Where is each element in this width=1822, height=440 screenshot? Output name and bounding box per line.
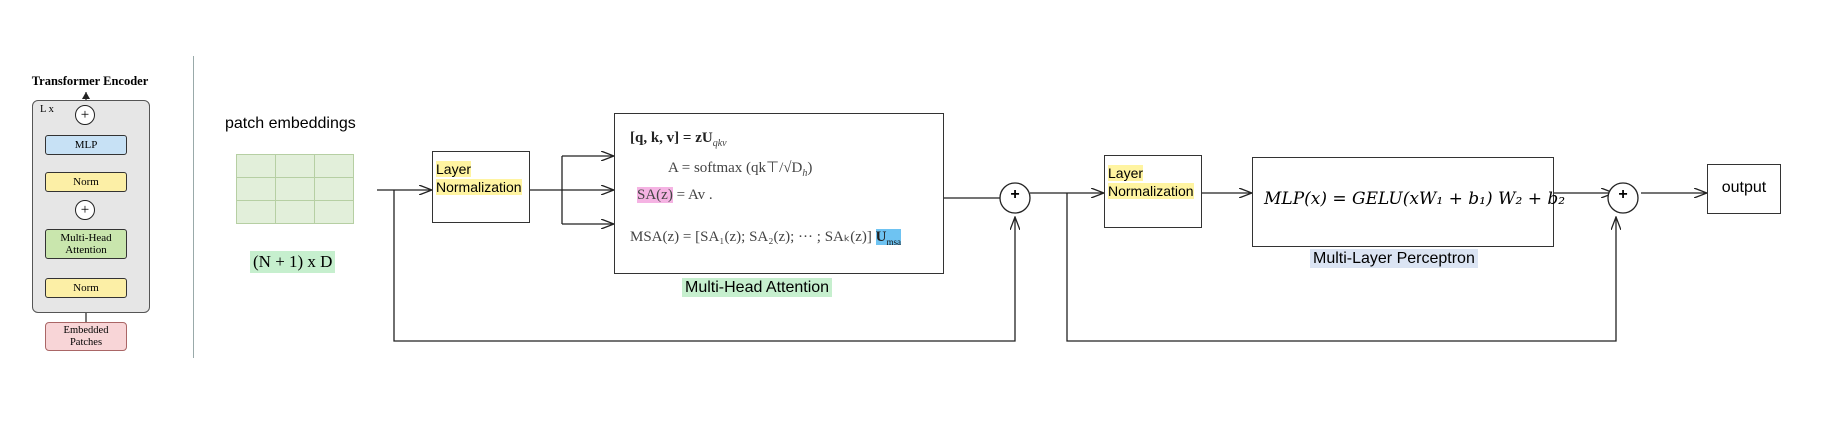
plus-glyph: + xyxy=(80,202,90,218)
eq-sa: SA(z) = Av . xyxy=(637,187,713,204)
mlp-formula: MLP(x) = GELU(xW₁ + b₁) W₂ + b₂ xyxy=(1264,189,1566,209)
attention-caption: Multi-Head Attention xyxy=(682,278,833,297)
mha-line-2: Attention xyxy=(65,244,107,256)
eq-softmax: A = softmax (qk⊤/√Dh) xyxy=(668,158,812,179)
layer-norm-1-line2: Normalization xyxy=(436,179,522,195)
encoder-title: Transformer Encoder xyxy=(31,74,149,88)
layer-norm-2-line1: Layer xyxy=(1108,165,1144,181)
mha-line-1: Multi-Head xyxy=(60,232,112,244)
patch-shape-label: (N + 1) x D xyxy=(250,251,336,273)
eq-sa-highlight: SA(z) xyxy=(637,187,673,203)
encoder-repeat-label: L x xyxy=(40,104,54,115)
patch-cell xyxy=(236,200,276,224)
plus-glyph: + xyxy=(80,107,90,123)
eq-softmax-sub: h xyxy=(802,168,808,179)
encoder-add-bottom: + xyxy=(75,200,95,220)
layer-norm-2-line2: Normalization xyxy=(1108,183,1194,199)
attention-box xyxy=(614,113,944,274)
embedded-patches-block: Embedded Patches xyxy=(45,322,127,351)
mlp-caption-text: Multi-Layer Perceptron xyxy=(1310,249,1478,268)
patch-cell xyxy=(314,154,354,178)
patch-cell xyxy=(275,177,315,201)
patch-cell xyxy=(236,177,276,201)
eq-softmax-end: ) xyxy=(807,160,813,176)
mlp-caption: Multi-Layer Perceptron xyxy=(1310,249,1478,268)
section-divider xyxy=(193,56,194,358)
encoder-norm-top: Norm xyxy=(45,172,127,192)
add-1-plus: + xyxy=(1010,186,1020,203)
eq-msa-main: MSA(z) = [SA₁(z); SA₂(z); ··· ; SAₖ(z)] xyxy=(630,229,872,245)
output-box: output xyxy=(1707,164,1781,214)
add-circle-2 xyxy=(1607,182,1639,214)
encoder-mlp-block: MLP xyxy=(45,135,127,155)
embedded-line-2: Patches xyxy=(69,337,103,348)
eq-msa-u: U xyxy=(875,229,887,245)
eq-qkv-sub: qkv xyxy=(712,138,727,149)
eq-sa-rest: = Av . xyxy=(672,187,713,203)
patch-cell xyxy=(275,154,315,178)
patch-cell xyxy=(275,200,315,224)
eq-msa: MSA(z) = [SA₁(z); SA₂(z); ··· ; SAₖ(z)] … xyxy=(630,227,902,247)
eq-softmax-main: A = softmax (qk⊤/√D xyxy=(668,160,803,176)
encoder-mha-block: Multi-Head Attention xyxy=(45,229,127,259)
eq-qkv: [q, k, v] = zUqkv xyxy=(630,130,727,149)
attention-caption-text: Multi-Head Attention xyxy=(682,278,833,297)
patch-embeddings-title: patch embeddings xyxy=(225,115,356,132)
eq-msa-sub: msa xyxy=(886,237,902,247)
mlp-box xyxy=(1252,157,1554,247)
patch-cell xyxy=(236,154,276,178)
layer-norm-1-box: Layer Normalization xyxy=(432,151,530,223)
patch-cell xyxy=(314,200,354,224)
add-circle-1 xyxy=(999,182,1031,214)
eq-qkv-main: [q, k, v] = zU xyxy=(630,130,713,146)
layer-norm-2-box: Layer Normalization xyxy=(1104,155,1202,228)
encoder-add-top: + xyxy=(75,105,95,125)
main-connectors xyxy=(377,156,1707,342)
patch-cell xyxy=(314,177,354,201)
patch-grid xyxy=(236,154,354,224)
layer-norm-1-line1: Layer xyxy=(436,161,472,177)
eq-msa-highlight: Umsa xyxy=(875,229,902,247)
embedded-line-1: Embedded xyxy=(63,325,109,336)
encoder-norm-bottom: Norm xyxy=(45,278,127,298)
add-2-plus: + xyxy=(1618,186,1628,203)
